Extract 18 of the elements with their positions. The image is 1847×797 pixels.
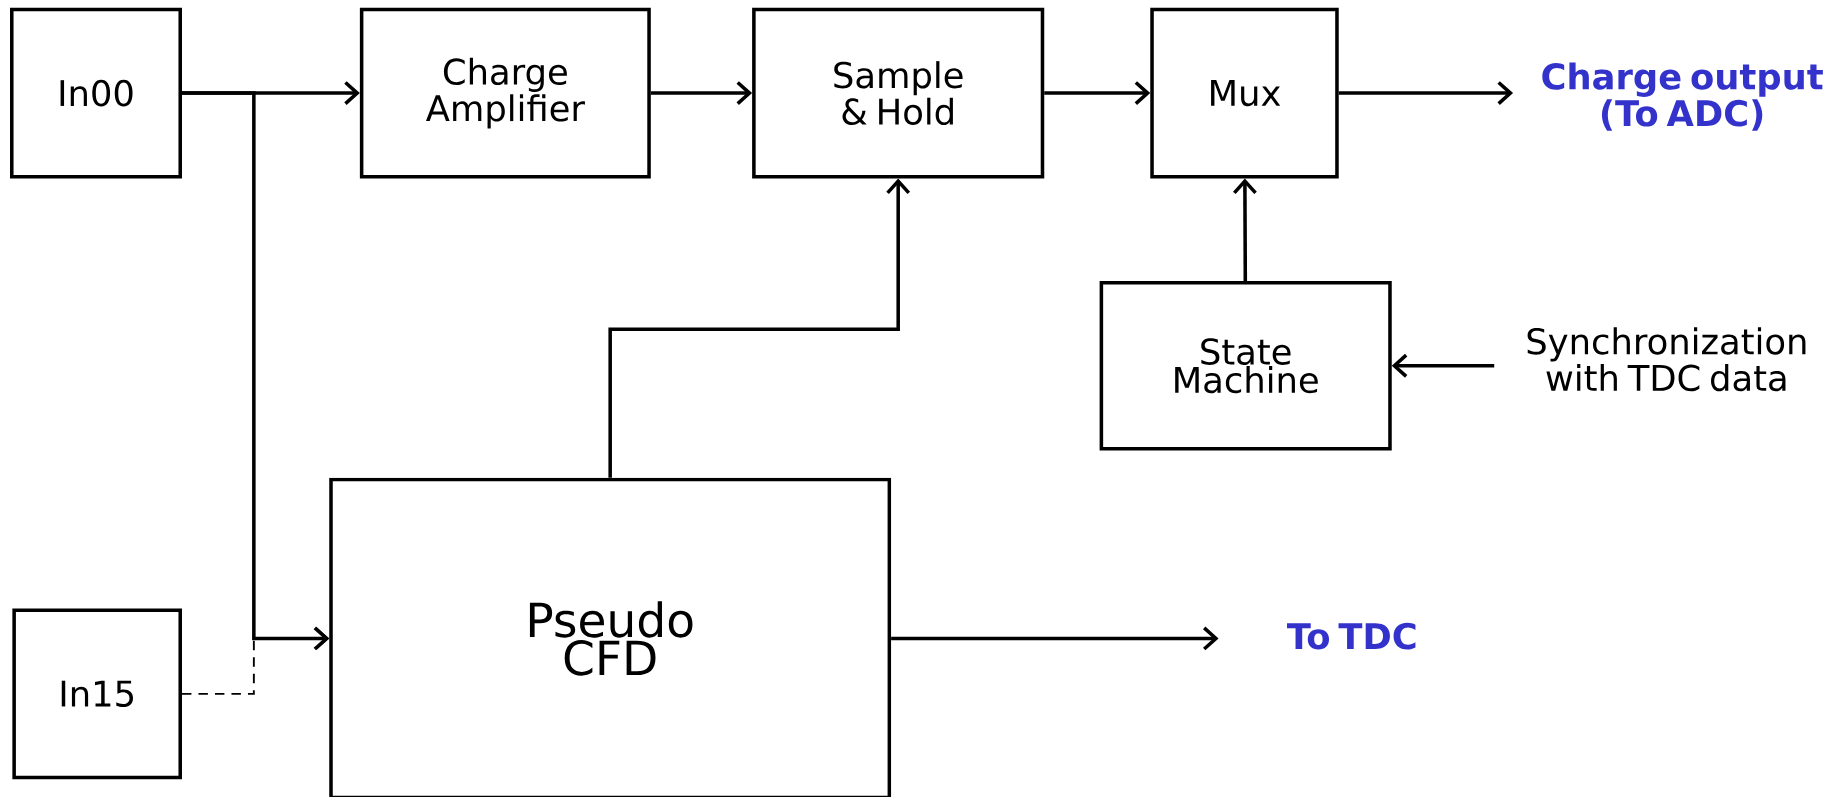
arrow — [1233, 178, 1257, 281]
output-label: Charge output (To ADC) — [1542, 62, 1823, 131]
block-box: Pseudo CFD — [329, 477, 892, 797]
block-box: In15 — [12, 608, 182, 779]
arrow — [182, 91, 330, 651]
block-box: In00 — [10, 7, 182, 179]
arrow — [891, 626, 1219, 651]
input-label: Synchronization with TDC data — [1527, 327, 1806, 391]
arrow — [1391, 353, 1495, 378]
block-box: State Machine — [1099, 280, 1392, 451]
block-box: Mux — [1150, 7, 1339, 179]
output-label: To TDC — [1287, 622, 1416, 650]
arrow — [1044, 80, 1151, 105]
arrow — [650, 80, 753, 105]
arrow — [608, 178, 911, 478]
block-box: Sample & Hold — [752, 7, 1045, 179]
arrow — [1338, 80, 1514, 105]
block-box: Charge Amplifier — [359, 7, 651, 179]
